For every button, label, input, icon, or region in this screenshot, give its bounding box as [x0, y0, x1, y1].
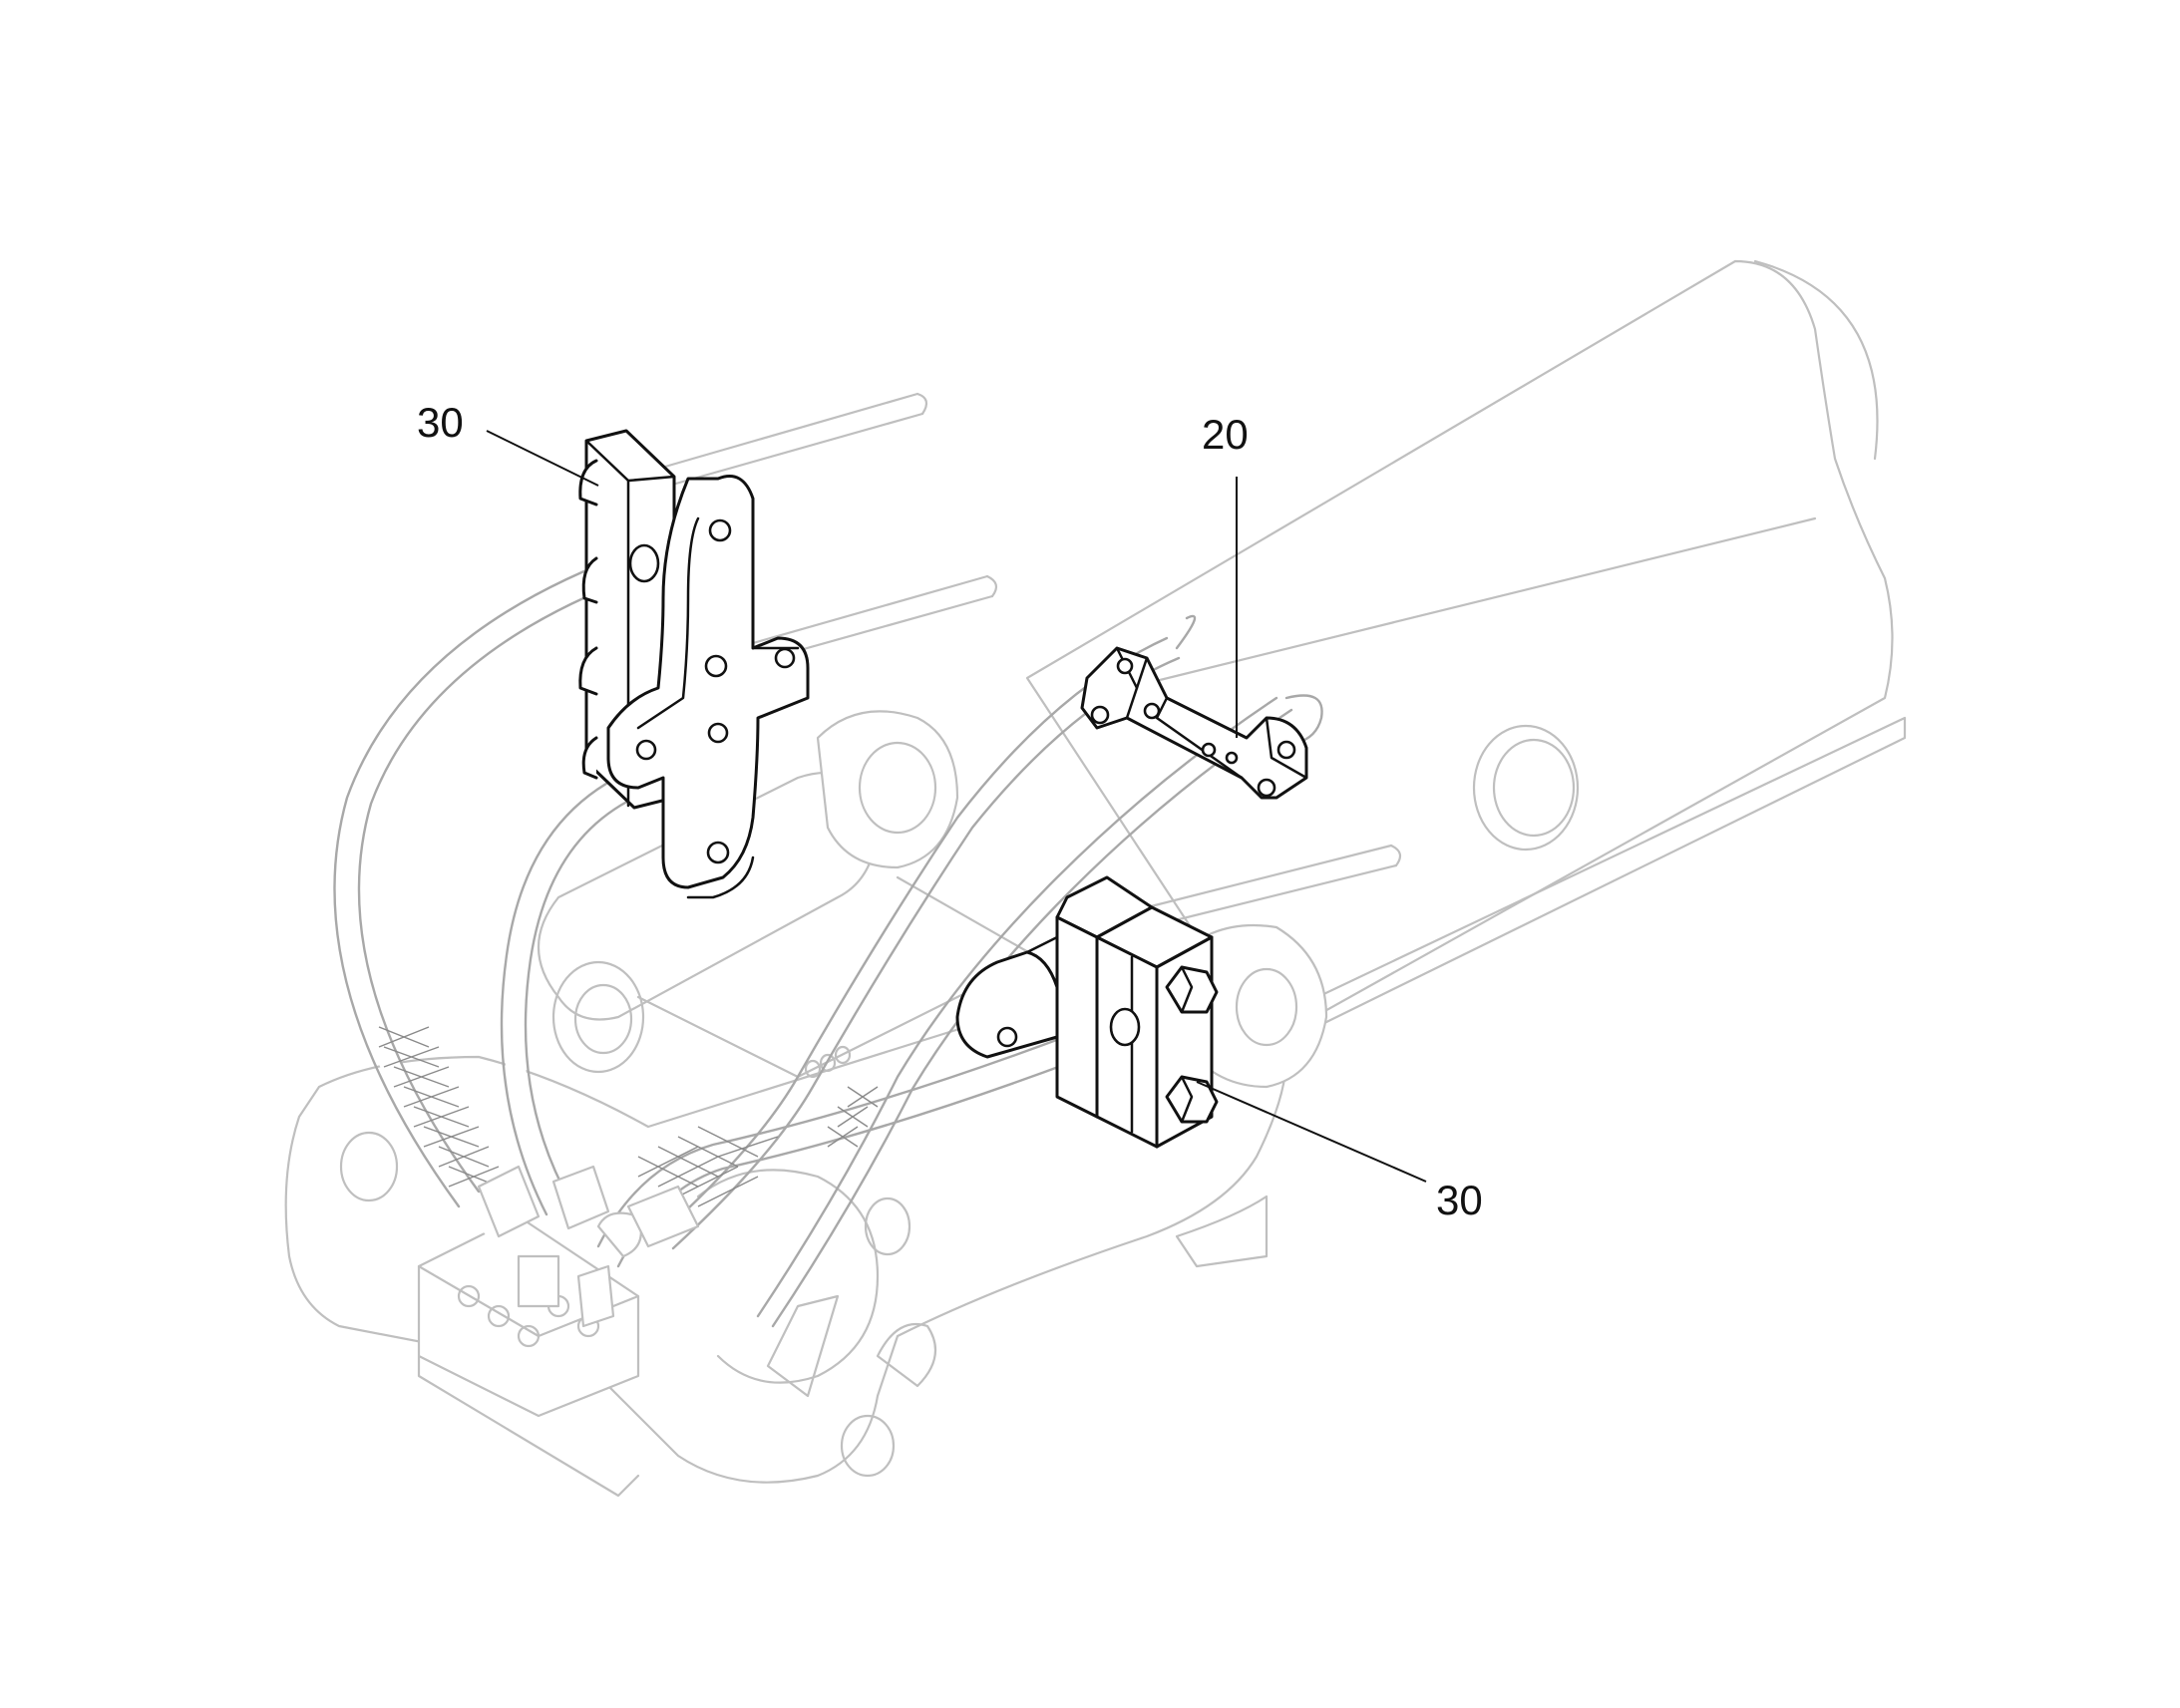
arm-pivot-boss: [1472, 724, 1580, 852]
leader-line-upper-left: [486, 430, 599, 487]
middle-hose-bracket: [1080, 646, 1308, 800]
leader-lines: [486, 430, 1427, 1183]
callout-20: 20: [1202, 411, 1249, 458]
upper-left-pipe-clamp: [578, 429, 810, 899]
hose-fittings: [477, 1165, 700, 1328]
callout-30-lower-right: 30: [1436, 1177, 1483, 1223]
lower-right-pipe-clamp: [955, 875, 1219, 1149]
boom-arm-outline: [1025, 259, 1907, 1029]
leader-line-lower-right: [1196, 1081, 1427, 1183]
hose-braid-sleeves: [378, 1026, 879, 1207]
callout-30-upper-left: 30: [417, 399, 464, 446]
valve-block: [417, 1214, 640, 1498]
